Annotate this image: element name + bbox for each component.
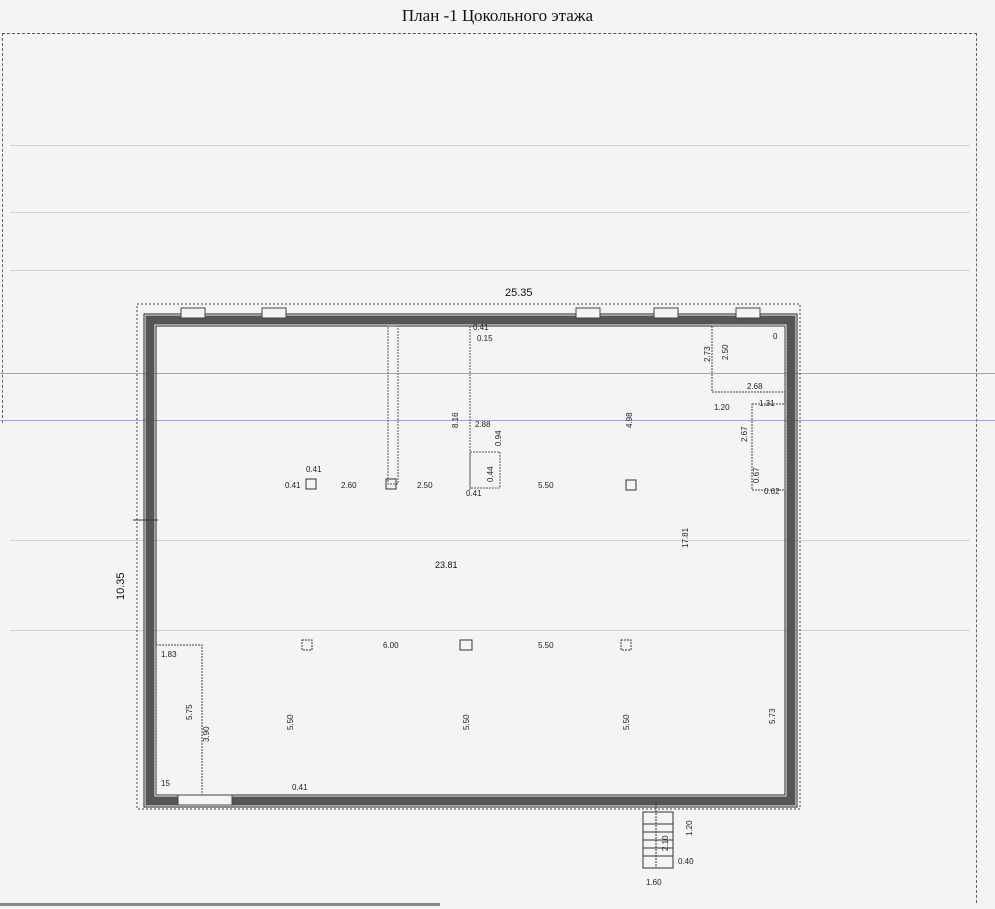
right-side-room [751,403,786,491]
dim-right-room-b: 2.50 [721,344,730,360]
dim-right-room-f: 2.67 [740,426,749,442]
dim-left-room-a: 5.75 [185,704,194,720]
sheet-border-right [976,33,977,903]
outer-dimension-frame [136,303,801,810]
dim-col-left-a: 0.41 [285,481,301,490]
dim-bottom-col: 0.41 [292,783,308,792]
sheet-border-top [2,33,977,34]
column [305,478,317,490]
scan-artifact-line [10,145,970,146]
scan-artifact-line [10,212,970,213]
window [653,307,679,319]
dim-bay-a: 2.60 [341,481,357,490]
dim-col-spacing-a: 6.00 [383,641,399,650]
dim-v-b: 5.50 [462,714,471,730]
dim-v-c: 5.50 [622,714,631,730]
dim-v-center-top: 8.16 [451,412,460,428]
dim-shaft-a: 2.88 [475,420,491,429]
dim-right-room-g: 0.67 [752,467,761,483]
scan-artifact-line [10,540,970,541]
dim-stair-d: 2.10 [661,835,670,851]
dim-bay-c: 5.50 [538,481,554,490]
dim-bay-b: 2.50 [417,481,433,490]
scan-edge-bar [0,903,440,906]
dim-shaft-top-b: 0.41 [473,323,489,332]
dim-right-height: 17.81 [681,527,690,548]
right-top-room [711,325,786,393]
dim-right-room-d: 1.20 [714,403,730,412]
dim-right-room-c: 2.68 [747,382,763,391]
scan-artifact-line [10,270,970,271]
dim-shaft-d: 0.94 [494,430,503,446]
dim-right-room-a: 2.73 [703,346,712,362]
column [459,639,473,651]
dim-right-lower: 5.73 [768,708,777,724]
sheet-border-left [2,33,3,423]
dim-stair-b: 1.20 [685,820,694,836]
dim-shaft-top: 0.15 [477,334,493,343]
dim-left-room-b: 3.90 [202,726,211,742]
window [575,307,601,319]
dim-shaft-c: 0.41 [466,489,482,498]
dim-stair-a: 1.60 [646,878,662,887]
dim-shaft-b: 0.44 [486,466,495,482]
outer-wall [145,315,796,806]
dim-overall-width: 25.35 [505,287,533,299]
partition-wall [387,325,399,485]
shaft-box [469,451,501,489]
dim-col-spacing-b: 5.50 [538,641,554,650]
left-bottom-room [155,644,203,796]
dim-left-room-corner: 15 [161,779,170,788]
column [301,639,313,651]
column [385,478,397,490]
dim-stair-c: 0.40 [678,857,694,866]
dim-overall-height: 10.35 [115,572,127,600]
window [177,794,233,806]
scan-guide-line [0,420,995,421]
dim-v-a: 5.50 [286,714,295,730]
column [620,639,632,651]
dim-right-room-h: 0.62 [764,487,780,496]
window [180,307,206,319]
column [625,479,637,491]
dim-right-room-e: 1.31 [759,399,775,408]
plan-title: План -1 Цокольного этажа [401,6,594,25]
dim-left-room-top: 1.83 [161,650,177,659]
window [735,307,761,319]
dim-right-room-corner: 0 [773,332,778,341]
dim-v-right-top: 4.98 [625,412,634,428]
dim-col-top: 0.41 [306,465,322,474]
dim-room-length: 23.81 [435,560,458,570]
outer-wall-edge [143,313,798,808]
window [261,307,287,319]
scan-guide-line [0,373,995,374]
scan-artifact-line [10,630,970,631]
